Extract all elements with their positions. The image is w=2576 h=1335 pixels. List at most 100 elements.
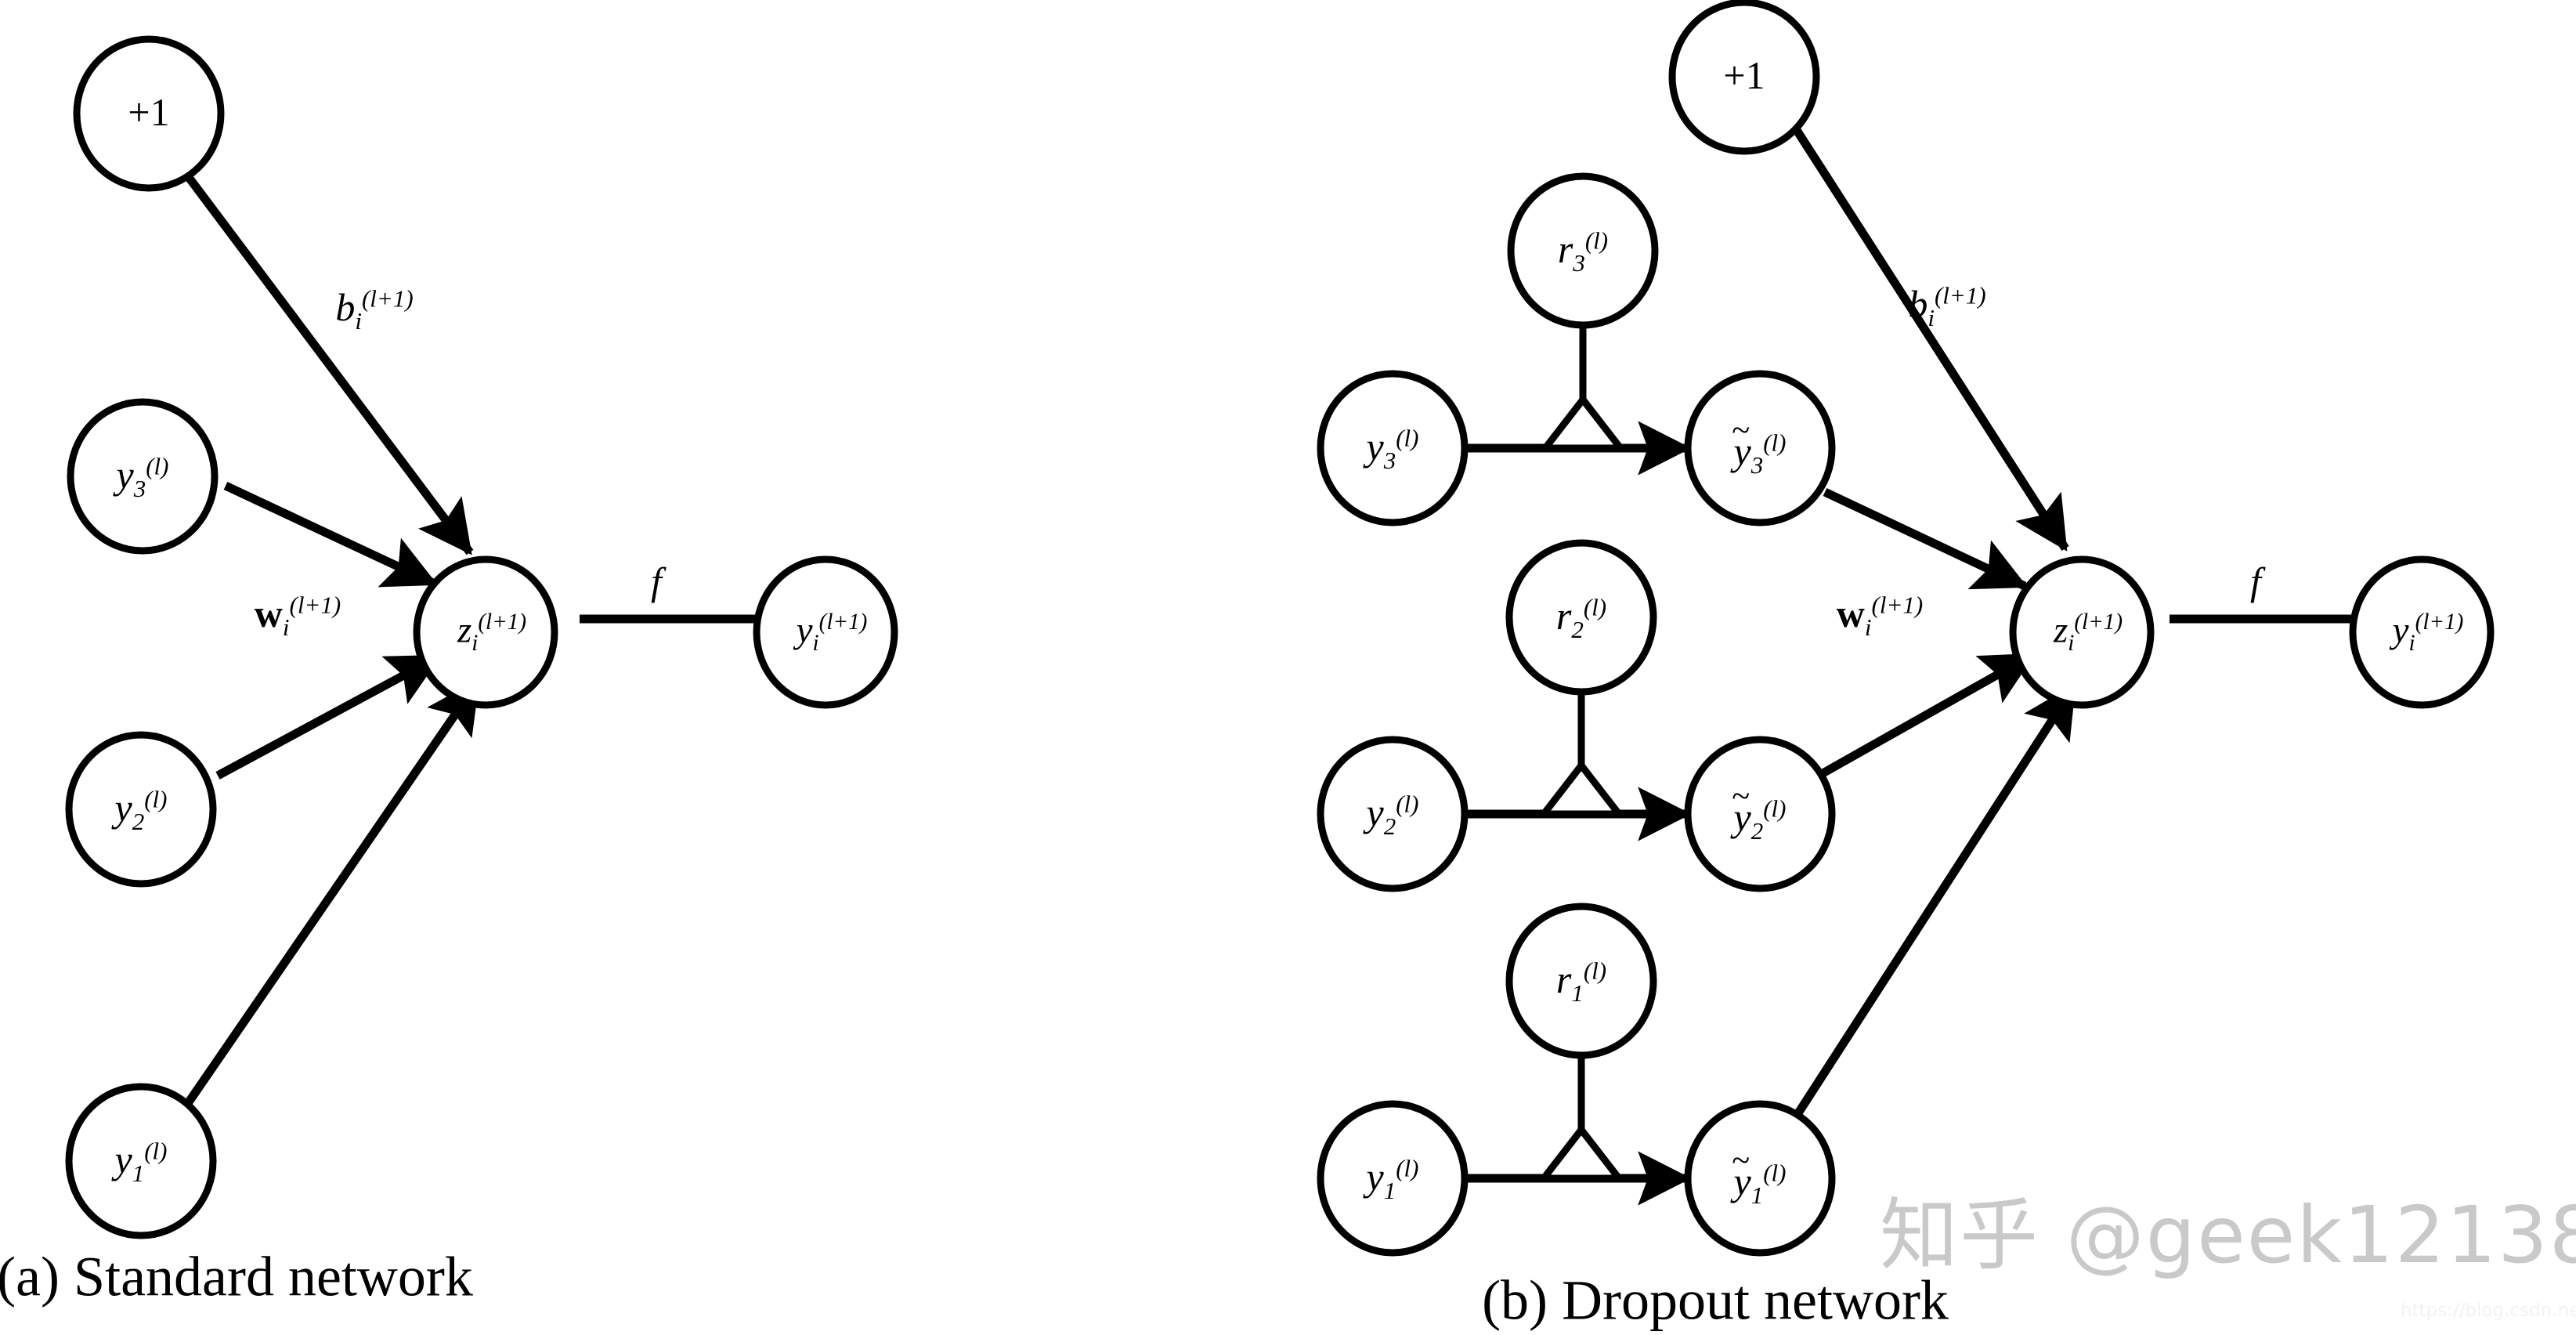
node-label-sup: (l) <box>1763 1159 1787 1187</box>
tilde-icon: ~ <box>1732 411 1750 449</box>
edge-label-weight-vector-a: wi(l+1) <box>254 591 341 639</box>
node-r2-b[interactable] <box>1505 539 1657 696</box>
node-label-sup: (l) <box>1396 424 1419 452</box>
node-yt1-b[interactable] <box>1684 1100 1836 1257</box>
node-label-base: y <box>1366 425 1384 469</box>
node-label-base: z <box>457 610 472 651</box>
node-r3-b[interactable] <box>1507 172 1659 329</box>
node-label-base: y <box>1366 1155 1384 1199</box>
node-label-y1-a: y1(l) <box>115 1138 168 1185</box>
edge-label-activation-a: f <box>651 559 662 603</box>
node-label-base: y <box>1733 1160 1751 1203</box>
node-r1-b[interactable] <box>1505 903 1657 1059</box>
node-label-base: y <box>1733 429 1751 473</box>
node-label-sub: 1 <box>1571 979 1584 1007</box>
panel-dropout-edges <box>1465 125 2416 1206</box>
node-yout-b[interactable] <box>2349 555 2495 709</box>
tilde-group: ~y <box>1732 1144 1751 1203</box>
node-label-bias-b: +1 <box>1723 53 1765 97</box>
edge-label-bias-weight-a: bi(l+1) <box>335 286 413 333</box>
node-yt2-b[interactable] <box>1684 736 1836 892</box>
node-label-sup: (l) <box>1583 957 1607 985</box>
node-label-sup: (l+1) <box>2415 609 2464 635</box>
gate-multiplier-3 <box>1537 393 1628 452</box>
node-label-z-a: zi(l+1) <box>457 609 527 654</box>
node-bias-a[interactable] <box>73 35 225 192</box>
edge-label-sup: (l+1) <box>361 284 414 313</box>
node-z-b[interactable] <box>2009 555 2155 709</box>
node-label-base: y <box>116 453 134 497</box>
node-label-sup: (l) <box>1763 429 1787 457</box>
watermark-zhihu: 知乎 @geek12138 <box>1880 1189 2576 1281</box>
node-label-base: y <box>796 610 813 651</box>
node-label-sup: (l+1) <box>478 609 527 635</box>
node-label-base: y <box>1366 791 1384 834</box>
tilde-group: ~y <box>1732 780 1751 839</box>
gate-multiplier-1 <box>1536 1123 1627 1182</box>
gate-multiplier-2 <box>1536 759 1627 818</box>
node-label-sup: (l) <box>1583 593 1607 621</box>
node-label-sub: 1 <box>1750 1181 1764 1209</box>
node-label-y2-b: y2(l) <box>1366 790 1419 838</box>
node-label-yt2-b: ~y2(l) <box>1732 780 1786 843</box>
node-label-sup: (l) <box>1763 794 1787 823</box>
tilde-icon: ~ <box>1732 777 1750 815</box>
node-label-sub: 2 <box>132 808 145 835</box>
node-label-yout-a: yi(l+1) <box>796 609 868 654</box>
node-label-sub: i <box>2068 630 2075 656</box>
node-label-bias-a: +1 <box>128 90 170 134</box>
node-label-base: z <box>2053 610 2068 651</box>
edge-yt1-to-z-b <box>1783 683 2078 1134</box>
node-label-sub: 3 <box>1750 451 1764 479</box>
node-label-sub: i <box>471 630 479 656</box>
node-label-y3-a: y3(l) <box>116 452 169 501</box>
node-label-sub: 2 <box>1571 616 1584 643</box>
panel-standard-edges <box>172 157 826 1123</box>
caption-dropout-network: (b) Dropout network <box>1482 1268 1949 1332</box>
node-label-sub: 1 <box>1383 1177 1396 1204</box>
node-label-yt1-b: ~y1(l) <box>1732 1144 1787 1207</box>
node-label-sup: (l) <box>1396 1154 1419 1182</box>
node-y2-a[interactable] <box>65 731 217 888</box>
node-label-sup: (l+1) <box>818 609 868 635</box>
node-label-r2-b: r2(l) <box>1556 593 1607 642</box>
edge-label-sup: (l+1) <box>1871 591 1924 619</box>
node-label-base: y <box>1733 795 1751 839</box>
node-yt3-b[interactable] <box>1684 370 1836 526</box>
node-label-sub: 2 <box>1750 817 1764 845</box>
edge-yt3-to-z-b <box>1823 488 2028 590</box>
node-label-sup: (l) <box>1584 226 1609 255</box>
node-y3-a[interactable] <box>67 398 219 555</box>
node-z-a[interactable] <box>413 555 558 709</box>
node-label-sub: 3 <box>1383 447 1396 474</box>
edge-label-sup: (l+1) <box>289 591 341 619</box>
node-label-yout-b: yi(l+1) <box>2392 609 2464 654</box>
node-label-base: y <box>2392 610 2409 651</box>
node-label-z-b: zi(l+1) <box>2053 610 2123 654</box>
node-y1-b[interactable] <box>1317 1100 1469 1257</box>
edge-bias-to-z-b <box>1791 125 2069 552</box>
node-y2-b[interactable] <box>1317 736 1469 892</box>
node-label-y3-b: y3(l) <box>1366 424 1419 472</box>
edge-label-base: b <box>1908 282 1928 326</box>
node-label-r1-b: r1(l) <box>1555 957 1607 1005</box>
node-yout-a[interactable] <box>753 555 898 709</box>
node-label-sub: i <box>2408 630 2415 656</box>
edge-label-weight-vector-b: wi(l+1) <box>1837 591 1924 639</box>
edge-y3-to-z-a <box>223 482 438 588</box>
edge-label-sub: i <box>282 613 290 641</box>
node-y3-b[interactable] <box>1317 370 1469 526</box>
node-label-sub: 3 <box>1573 249 1585 277</box>
node-label-sup: (l) <box>1396 790 1419 818</box>
node-y1-a[interactable] <box>65 1083 217 1239</box>
edge-label-base: w <box>254 592 283 635</box>
edge-y1-to-z-a <box>172 678 482 1123</box>
node-label-base: r <box>1555 957 1572 1001</box>
node-label-sup: (l) <box>146 452 169 480</box>
node-label-y2-a: y2(l) <box>115 787 168 834</box>
node-bias-b[interactable] <box>1668 0 1820 155</box>
watermark-url: https://blog.csdn.net/yzqlyzql <box>2401 1301 2576 1321</box>
edge-label-bias-weight-b: bi(l+1) <box>1908 282 1985 330</box>
edge-label-activation-b: f <box>2250 559 2261 603</box>
